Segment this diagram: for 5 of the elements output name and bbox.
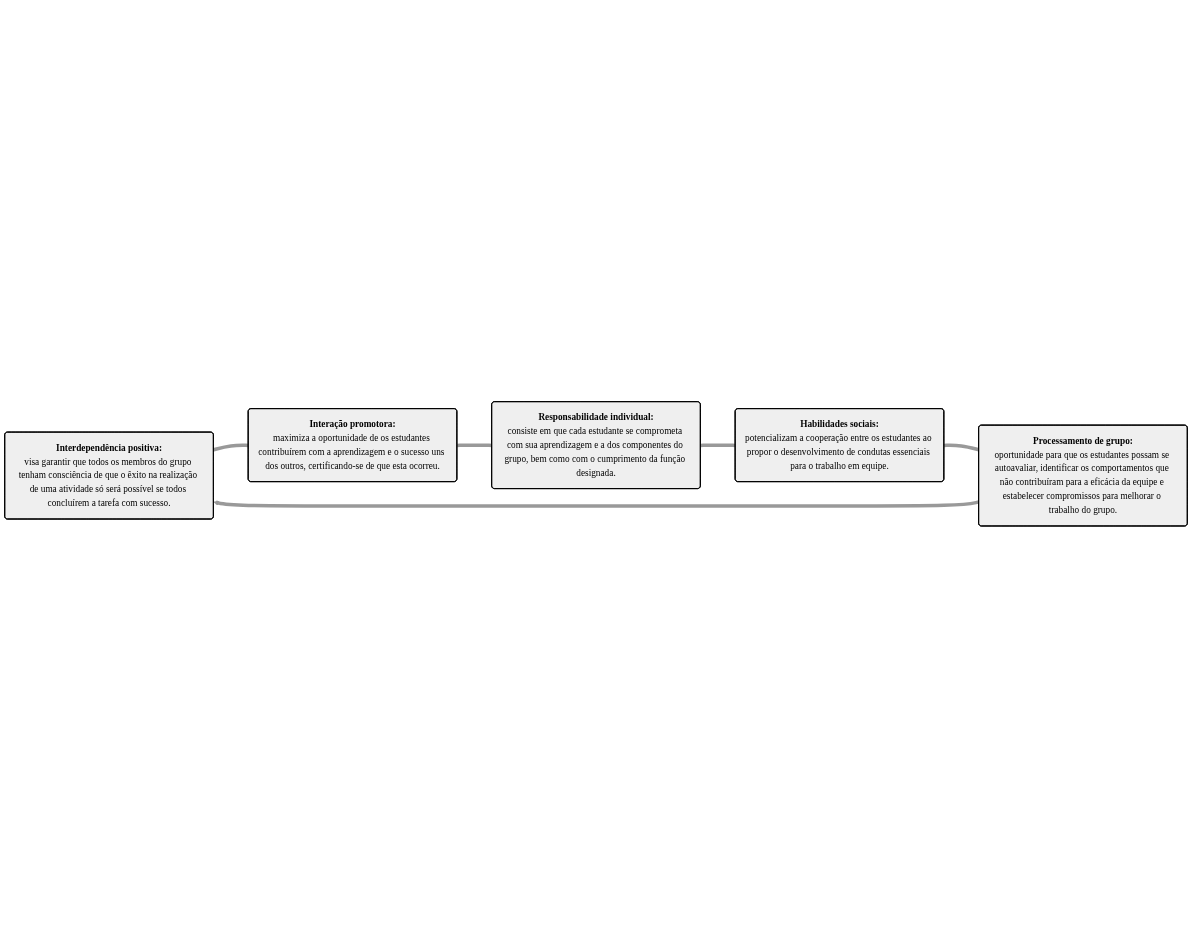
arrow — [213, 500, 980, 508]
connector — [457, 443, 492, 448]
connector — [213, 443, 249, 452]
connector — [700, 443, 736, 448]
connector — [944, 443, 980, 452]
